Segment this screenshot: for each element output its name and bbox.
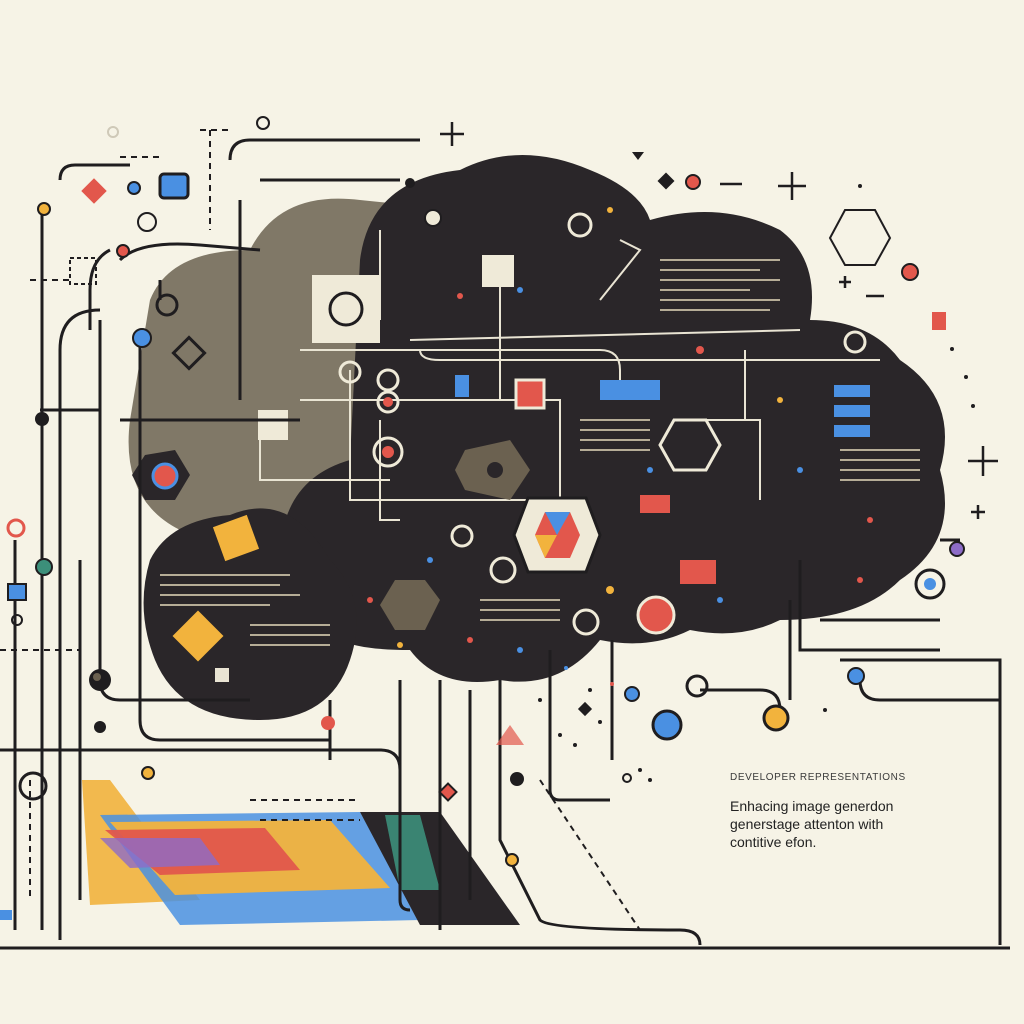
caption-block: DEVELOPER REPRESENTATIONS Enhacing image…	[730, 772, 1010, 851]
dot-scatter	[538, 184, 975, 782]
caption-line-1: Enhacing image generdon	[730, 798, 894, 814]
caption-label: DEVELOPER REPRESENTATIONS	[730, 772, 906, 783]
hexagon-outline-icon	[658, 418, 722, 472]
square-node-icon	[0, 172, 946, 920]
rainbow-band	[82, 780, 520, 925]
gear-center-icon	[487, 462, 503, 478]
circle-nodes	[328, 212, 867, 636]
hexagon-icon-corner	[828, 209, 892, 266]
text-stripes	[160, 259, 920, 646]
red-node-icon-3	[383, 397, 393, 407]
red-node-icon-2	[382, 446, 394, 458]
red-node-icon	[636, 595, 676, 635]
triangle-icon	[632, 152, 644, 160]
outer-nodes	[6, 116, 965, 867]
cloud-lobe	[143, 508, 357, 720]
triangle-icon-2	[496, 725, 524, 745]
plus-icon	[440, 122, 998, 519]
color-blocks	[172, 255, 870, 682]
octagon-icon	[380, 580, 440, 630]
caption-line-2: generstage attenton with	[730, 816, 884, 832]
dashed-lines	[0, 129, 641, 931]
node-icon	[151, 462, 179, 490]
hexagon-icon	[512, 496, 602, 574]
cloud-dots	[367, 207, 873, 653]
caption-line-3: contitive efon.	[730, 834, 817, 850]
cloud	[280, 155, 945, 682]
